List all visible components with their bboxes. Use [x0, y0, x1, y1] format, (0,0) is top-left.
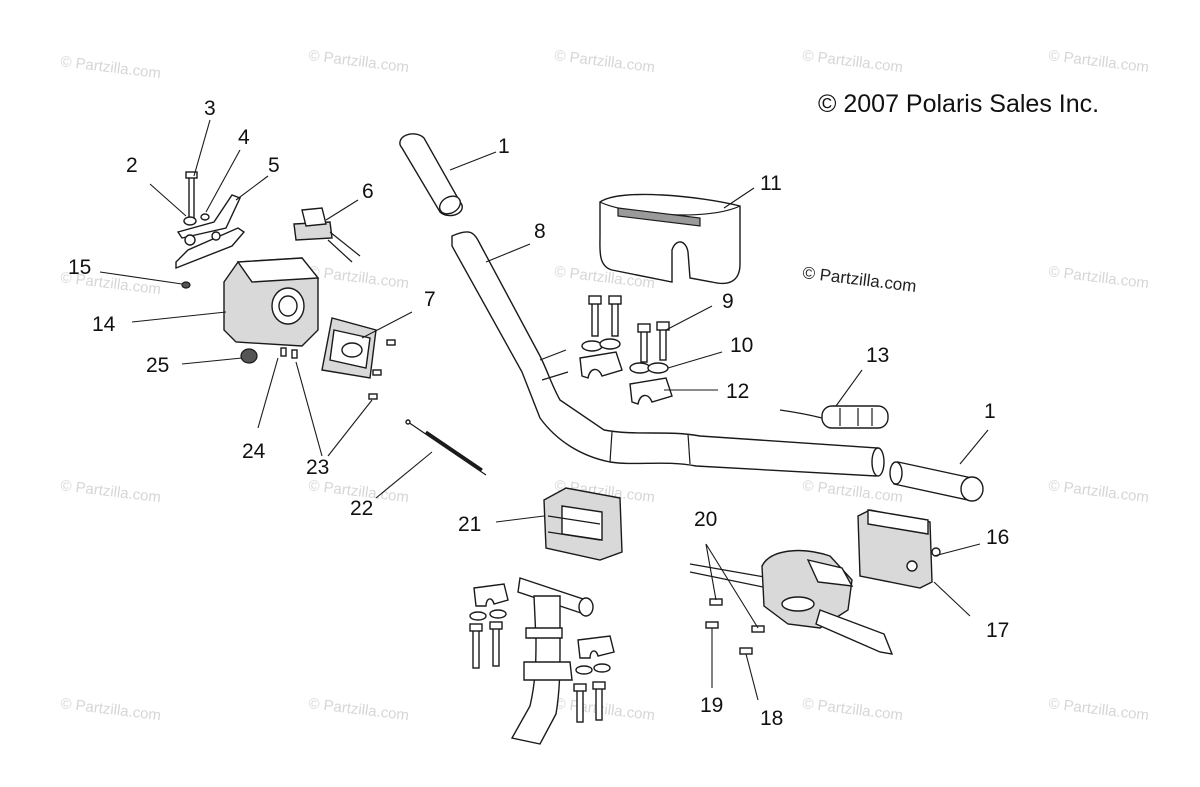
callout-5: 5: [268, 154, 280, 177]
callout-20: 20: [694, 508, 717, 531]
part-brake-master-cylinder: [689, 549, 894, 655]
part-grip-upper: [399, 133, 463, 217]
leader-lines: [99, 119, 989, 701]
callout-19: 19: [700, 694, 723, 717]
copyright-notice: © 2007 Polaris Sales Inc.: [818, 90, 1099, 118]
part-bracket-5: [175, 194, 246, 270]
part-switch-16-17: [857, 509, 941, 589]
part-screws-19-20-18: [705, 598, 765, 655]
callout-25: 25: [146, 354, 169, 377]
watermark: © Partzilla.com: [554, 695, 656, 724]
part-washer-4: [200, 213, 210, 221]
callout-4: 4: [238, 126, 250, 149]
callout-21: 21: [458, 513, 481, 536]
part-riser-21: [543, 487, 623, 561]
callout-2: 2: [126, 154, 138, 177]
part-washer-2: [183, 216, 197, 226]
watermark: © Partzilla.com: [308, 263, 410, 292]
callout-11: 11: [760, 172, 782, 195]
part-grip-13: [779, 405, 889, 429]
watermark: © Partzilla.com: [554, 47, 656, 76]
watermark: © Partzilla.com: [802, 47, 904, 76]
part-handlebar-pad-11: [599, 193, 741, 285]
callout-7: 7: [424, 288, 436, 311]
part-clamps-12: [579, 351, 673, 405]
callout-23: 23: [306, 456, 329, 479]
watermark: © Partzilla.com: [308, 695, 410, 724]
part-switch-housing-14: [223, 257, 320, 347]
part-screws-7: [368, 339, 396, 400]
part-cable-22: [405, 419, 487, 476]
callout-24: 24: [242, 440, 266, 463]
part-screws-24: [280, 347, 298, 359]
part-steering-post: [510, 577, 594, 745]
part-washers-10: [581, 338, 669, 374]
watermark: © Partzilla.com: [60, 695, 162, 724]
watermark: © Partzilla.com: [1048, 477, 1150, 506]
callout-labels: 1 2 3 4 5 6 7 8 9 10 11 12 13 14 15 16 1…: [68, 97, 1009, 730]
callout-15: 15: [68, 256, 91, 279]
part-lower-clamps-left: [469, 583, 509, 669]
callout-16: 16: [986, 526, 1009, 549]
callout-10: 10: [730, 334, 753, 357]
watermark: © Partzilla.com: [802, 477, 904, 506]
part-plug-25: [240, 348, 258, 364]
part-switch-6: [293, 207, 361, 263]
callout-14: 14: [92, 313, 116, 336]
callout-6: 6: [362, 180, 374, 203]
watermark: © Partzilla.com: [60, 53, 162, 82]
callout-12: 12: [726, 380, 749, 403]
watermark: © Partzilla.com: [802, 695, 904, 724]
watermark-prominent: © Partzilla.com: [802, 263, 918, 296]
watermark: © Partzilla.com: [1048, 47, 1150, 76]
watermark: © Partzilla.com: [60, 477, 162, 506]
part-bolts-9: [588, 295, 670, 363]
part-handlebar-8: [451, 231, 885, 477]
callout-13: 13: [866, 344, 889, 367]
callout-17: 17: [986, 619, 1009, 642]
callout-22: 22: [350, 497, 373, 520]
watermark: © Partzilla.com: [1048, 263, 1150, 292]
callout-9: 9: [722, 290, 734, 313]
part-nut-15: [181, 281, 191, 289]
watermark: © Partzilla.com: [308, 47, 410, 76]
part-switch-cover-7: [321, 317, 377, 379]
part-bolt-3: [185, 171, 198, 219]
callout-18: 18: [760, 707, 783, 730]
callout-1-lower: 1: [984, 400, 996, 423]
callout-1-upper: 1: [498, 135, 510, 158]
callout-3: 3: [204, 97, 216, 120]
callout-8: 8: [534, 220, 546, 243]
watermark: © Partzilla.com: [1048, 695, 1150, 724]
part-grip-lower: [889, 461, 984, 502]
part-lower-clamps-right: [573, 635, 615, 723]
